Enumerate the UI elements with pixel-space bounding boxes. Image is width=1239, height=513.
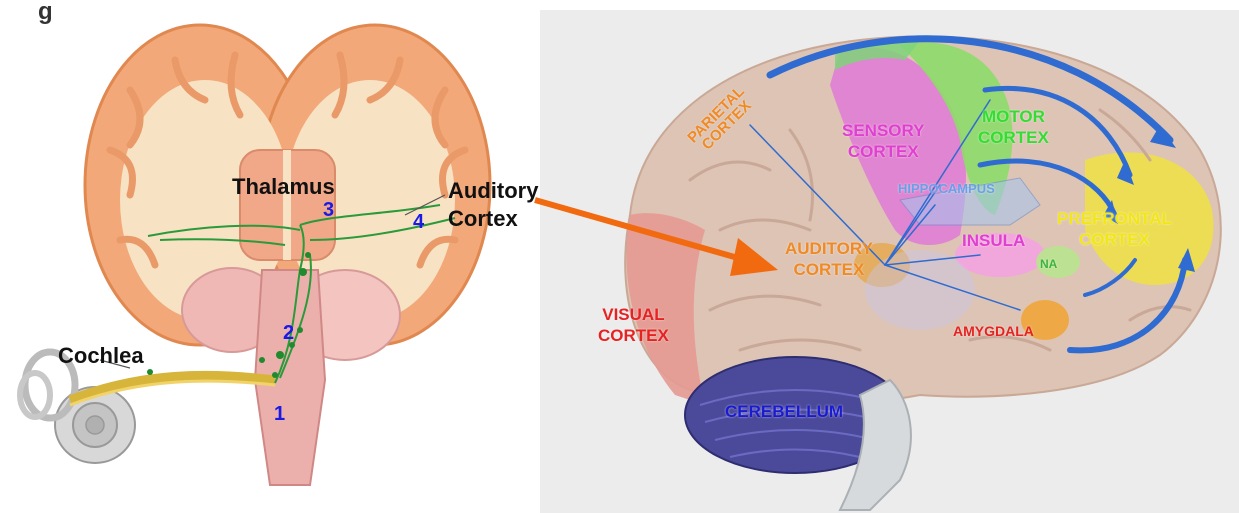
sensory-cortex-label: SENSORY CORTEX	[842, 122, 925, 160]
coronal-brain-illustration	[0, 0, 540, 513]
thalamus-label: Thalamus	[232, 176, 335, 198]
visual-cortex-label: VISUAL CORTEX	[598, 306, 669, 344]
motor-cortex-line2: CORTEX	[978, 129, 1049, 146]
lateral-brain-illustration	[540, 10, 1239, 513]
prefrontal-cortex-line1: PREFRONTAL	[1057, 210, 1172, 227]
visual-cortex-line1: VISUAL	[598, 306, 669, 323]
corner-mark: g	[38, 0, 53, 24]
motor-cortex-line1: MOTOR	[978, 108, 1049, 125]
auditory-cortex-line2: CORTEX	[785, 261, 873, 278]
cochlea-illustration	[20, 352, 135, 463]
auditory-cortex-label-line2: Cortex	[448, 208, 518, 230]
sensory-cortex-line2: CORTEX	[842, 143, 925, 160]
coronal-brain-panel: g Thalamus Auditory Cortex Cochlea 1 2 3…	[0, 0, 540, 513]
hippocampus-label: HIPPOCAMPUS	[898, 182, 995, 195]
sensory-cortex-line1: SENSORY	[842, 122, 925, 139]
visual-cortex-line2: CORTEX	[598, 327, 669, 344]
motor-cortex-label: MOTOR CORTEX	[978, 108, 1049, 146]
lateral-brain-panel: PARIETAL CORTEX SENSORY CORTEX MOTOR COR…	[540, 10, 1239, 513]
prefrontal-cortex-label: PREFRONTAL CORTEX	[1057, 210, 1172, 248]
na-label: NA	[1040, 258, 1057, 270]
pathway-number-1: 1	[274, 404, 285, 424]
insula-label: INSULA	[962, 232, 1025, 249]
pathway-number-4: 4	[413, 212, 424, 232]
cerebellum-label: CEREBELLUM	[725, 403, 843, 420]
pathway-number-3: 3	[323, 200, 334, 220]
amygdala-label: AMYGDALA	[953, 324, 1034, 338]
auditory-cortex-line1: AUDITORY	[785, 240, 873, 257]
prefrontal-cortex-line2: CORTEX	[1057, 231, 1172, 248]
auditory-cortex-label-line1: Auditory	[448, 180, 538, 202]
auditory-cortex-label: AUDITORY CORTEX	[785, 240, 873, 278]
pathway-number-2: 2	[283, 323, 294, 343]
cochlea-label: Cochlea	[58, 345, 144, 367]
